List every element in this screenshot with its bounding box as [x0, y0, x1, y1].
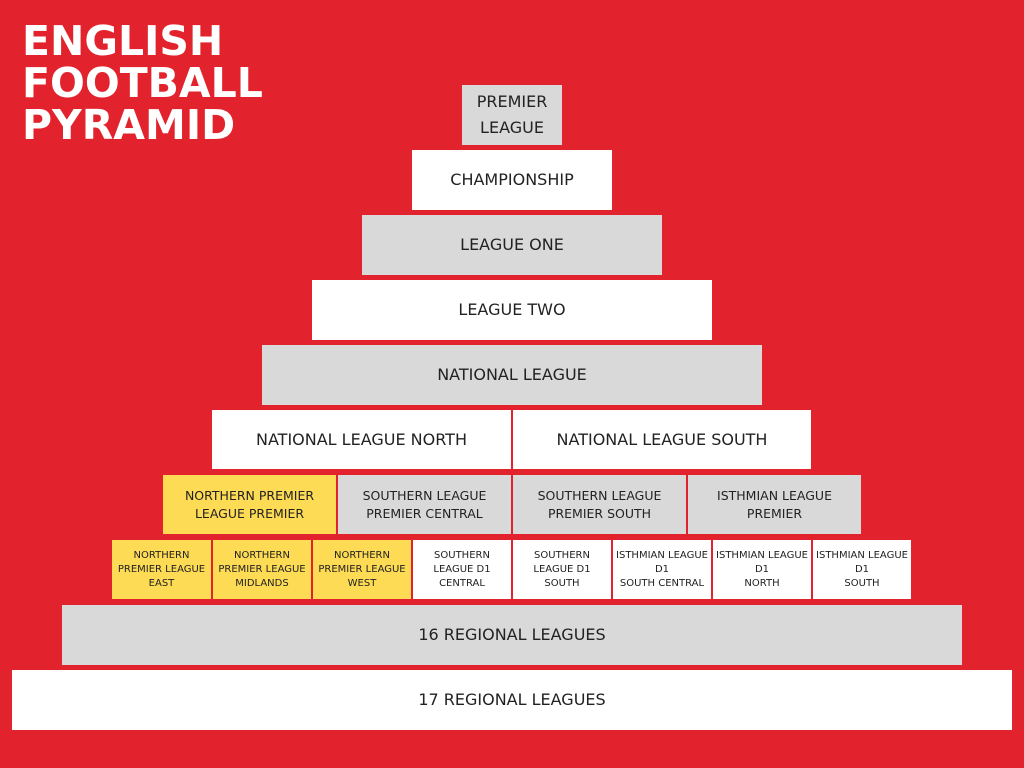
tier-league-two: LEAGUE TWO	[312, 280, 712, 340]
tier-southern-premier-south: SOUTHERN LEAGUE PREMIER SOUTH	[513, 475, 686, 534]
diagram-title: ENGLISH FOOTBALL PYRAMID	[22, 17, 263, 149]
tier-isthmian-d1-south-central: ISTHMIAN LEAGUE D1 SOUTH CENTRAL	[613, 540, 711, 599]
tier-premier-league: PREMIER LEAGUE	[462, 85, 562, 145]
tier-npl-west: NORTHERN PREMIER LEAGUE WEST	[313, 540, 411, 599]
tier-southern-d1-central: SOUTHERN LEAGUE D1 CENTRAL	[413, 540, 511, 599]
tier-isthmian-d1-north: ISTHMIAN LEAGUE D1 NORTH	[713, 540, 811, 599]
tier-16-regional-leagues: 16 REGIONAL LEAGUES	[62, 605, 962, 665]
tier-isthmian-d1-south: ISTHMIAN LEAGUE D1 SOUTH	[813, 540, 911, 599]
tier-17-regional-leagues: 17 REGIONAL LEAGUES	[12, 670, 1012, 730]
tier-isthmian-premier: ISTHMIAN LEAGUE PREMIER	[688, 475, 861, 534]
tier-league-one: LEAGUE ONE	[362, 215, 662, 275]
tier-national-league-south: NATIONAL LEAGUE SOUTH	[513, 410, 811, 469]
tier-national-league: NATIONAL LEAGUE	[262, 345, 762, 405]
tier-npl-east: NORTHERN PREMIER LEAGUE EAST	[112, 540, 211, 599]
tier-championship: CHAMPIONSHIP	[412, 150, 612, 210]
tier-northern-premier: NORTHERN PREMIER LEAGUE PREMIER	[163, 475, 336, 534]
tier-southern-premier-central: SOUTHERN LEAGUE PREMIER CENTRAL	[338, 475, 511, 534]
tier-southern-d1-south: SOUTHERN LEAGUE D1 SOUTH	[513, 540, 611, 599]
tier-national-league-north: NATIONAL LEAGUE NORTH	[212, 410, 511, 469]
tier-npl-midlands: NORTHERN PREMIER LEAGUE MIDLANDS	[213, 540, 311, 599]
